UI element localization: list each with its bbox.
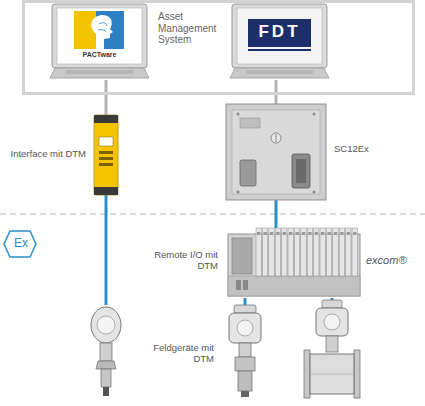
- pressure-transmitter: [90, 305, 122, 397]
- pressure-transmitter-drawing: [90, 305, 122, 397]
- connector-line: [245, 298, 246, 305]
- connector-line: [276, 200, 277, 228]
- node-label: Asset Management System: [158, 11, 238, 46]
- laptop-pactware: PACTware: [52, 4, 147, 80]
- node-label: SC12Ex: [334, 144, 369, 155]
- field-transmitter-drawing: [226, 305, 264, 397]
- flow-meter-drawing: [300, 300, 364, 400]
- node-label: PACTware: [52, 51, 147, 59]
- remote-io-rack: Remote I/O mit DTMexcom®: [228, 228, 360, 298]
- ex-zone-divider: [0, 213, 425, 214]
- connector-stroke: [105, 195, 108, 305]
- remote-io-rack-drawing: [228, 228, 360, 298]
- interface-module: Interface mit DTM: [94, 115, 118, 195]
- connector-stroke: [275, 80, 278, 104]
- laptop-pactware-drawing: [52, 4, 147, 80]
- sc12ex-gateway-drawing: [226, 104, 326, 200]
- interface-module-drawing: [94, 115, 118, 195]
- node-label: Interface mit DTM: [11, 149, 87, 160]
- flow-meter: [300, 300, 364, 400]
- connector-stroke: [275, 200, 278, 228]
- connector-stroke: [105, 80, 108, 115]
- node-label: Remote I/O mit DTM: [148, 250, 218, 272]
- asset-management-panel: Asset Management SystemPACTware FDT: [22, 0, 415, 95]
- sc12ex-gateway: SC12Ex: [226, 104, 326, 200]
- connector-line: [276, 80, 277, 104]
- laptop-fdt-drawing: [232, 4, 327, 80]
- ex-symbol: [4, 231, 36, 257]
- ex-label: Ex: [11, 237, 31, 251]
- node-label: Feldgeräte mit DTM: [144, 343, 214, 365]
- connector-stroke: [244, 298, 247, 305]
- node-label: excom®: [366, 254, 407, 267]
- connector-line: [106, 195, 107, 305]
- field-transmitter: Feldgeräte mit DTM: [226, 305, 264, 397]
- laptop-fdt: FDT: [232, 4, 327, 80]
- node-label: FDT: [232, 22, 327, 42]
- connector-line: [106, 80, 107, 115]
